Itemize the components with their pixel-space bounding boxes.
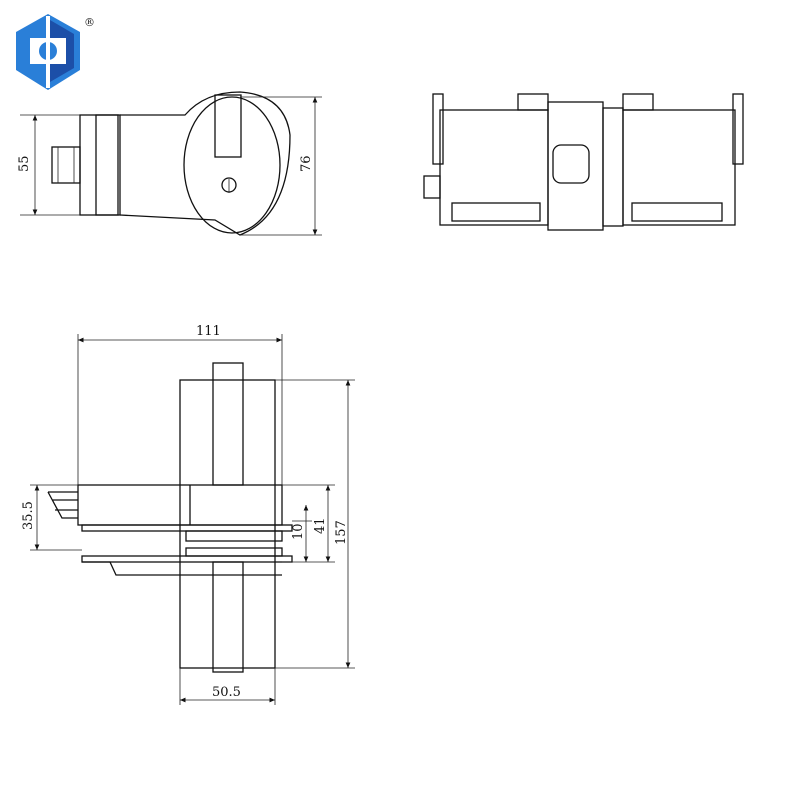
dim-35-5: 35.5 [21, 501, 36, 530]
dim-76: 76 [299, 155, 314, 172]
dim-111: 111 [196, 324, 221, 339]
brand-logo: ® [16, 14, 95, 90]
dim-50-5: 50.5 [212, 685, 241, 700]
top-view [423, 93, 744, 231]
dim-41: 41 [313, 517, 328, 534]
dim-157: 157 [334, 520, 349, 545]
dim-55: 55 [17, 155, 32, 172]
registered-mark: ® [84, 16, 95, 29]
side-view: 55 76 [17, 91, 322, 236]
dim-10: 10 [291, 523, 306, 540]
front-view: 111 35.5 10 41 157 50.5 [21, 324, 355, 705]
